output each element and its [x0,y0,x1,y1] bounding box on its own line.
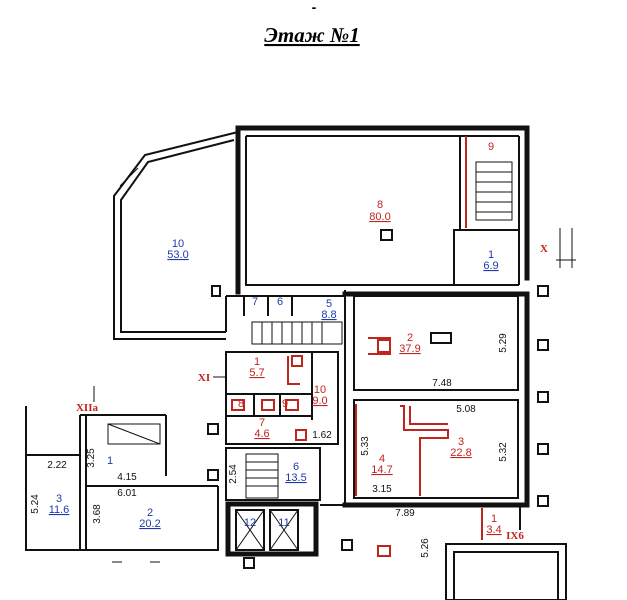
dim-7-89: 7.89 [395,508,415,519]
room-1-bottom-area: 3.4 [486,524,501,536]
axis-markers: X XI XIIa IX6 [76,228,576,542]
room-1-top-number: 1 [488,249,494,261]
dim-6-01: 6.01 [117,488,137,499]
red-overlays [231,136,513,557]
walls [25,125,567,600]
axis-xiia-label: XIIa [76,402,99,414]
dim-2-54: 2.54 [228,464,239,484]
room-labels: 8 80.0 9 10 53.0 1 6.9 7 6 5 8.8 2 37.9 … [49,141,502,536]
room-1-top-area: 6.9 [483,260,498,272]
room-6-corridor-number: 6 [277,296,283,308]
dim-3-15: 3.15 [372,484,392,495]
room-8-wc-number: 8 [238,398,244,410]
room-8-area: 80.0 [369,211,390,223]
room-2-number: 2 [407,332,413,344]
axis-x-label: X [540,243,548,255]
room-3-left-area: 11.6 [49,504,70,516]
room-10-number: 10 [172,238,184,250]
dim-5-24: 5.24 [30,494,41,514]
room-3-number: 3 [458,436,464,448]
room-8-number: 8 [377,199,383,211]
room-5-area: 8.8 [321,309,336,321]
floor-title: Этаж №1 [264,23,359,47]
room-1-mid-area: 5.7 [249,367,264,379]
room-3-area: 22.8 [450,447,471,459]
room-3-left-number: 3 [56,493,62,505]
room-7-number: 7 [259,417,265,429]
room-1-left-number: 1 [107,455,113,467]
room-10-small-area: 9.0 [312,395,327,407]
room-12-number: 12 [244,517,256,529]
room-2-left-area: 20.2 [139,518,160,530]
room-10-area: 53.0 [167,249,188,261]
dim-1-62: 1.62 [312,430,332,441]
dim-5-29: 5.29 [498,333,509,353]
dim-5-26: 5.26 [420,538,431,558]
room-6-area: 13.5 [285,472,306,484]
room-7-area: 4.6 [254,428,269,440]
room-10-small-number: 10 [314,384,326,396]
room-9-wc-number: 9 [282,398,288,410]
room-9-number: 9 [488,141,494,153]
room-4-number: 4 [379,453,385,465]
dim-4-15: 4.15 [117,472,137,483]
room-2-area: 37.9 [399,343,420,355]
room-5-number: 5 [326,298,332,310]
room-1-bottom-number: 1 [491,513,497,525]
header-dash: - [312,0,317,15]
dim-3-68: 3.68 [92,504,103,524]
dimension-labels: 5.29 7.48 5.08 5.33 5.32 3.15 1.62 2.54 … [30,333,509,558]
dim-5-33: 5.33 [360,436,371,456]
room-1-mid-number: 1 [254,356,260,368]
dim-7-48: 7.48 [432,378,452,389]
room-4-area: 14.7 [371,464,392,476]
room-2-left-number: 2 [147,507,153,519]
axis-ix6-label: IX6 [506,530,524,542]
room-11-number: 11 [278,517,289,529]
dim-5-08: 5.08 [456,404,476,415]
axis-xi-label: XI [198,372,210,384]
dim-5-32: 5.32 [498,442,509,462]
room-6-number: 6 [293,461,299,473]
dim-3-25: 3.25 [86,448,97,468]
room-7-corridor-number: 7 [252,296,258,308]
dim-2-22: 2.22 [47,460,67,471]
